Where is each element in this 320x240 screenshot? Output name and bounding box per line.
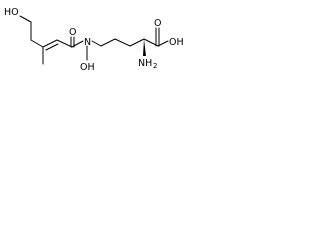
bond-c6-c7 [100, 38, 116, 47]
atom-hydroxyl-ho: HO [4, 7, 19, 18]
bond-c3-c4-double-a [42, 39, 58, 48]
atom-amine-subscript: 2 [153, 62, 157, 70]
structural-formula: HO O N OH O OH NH 2 [4, 7, 184, 73]
bond-c2-c3 [30, 39, 44, 48]
bond-c10-oh [157, 40, 169, 47]
atom-acid-carbonyl-o: O [154, 18, 161, 29]
bond-c5-n [71, 40, 84, 48]
atom-amide-carbonyl-o: O [69, 27, 76, 38]
atom-amide-n: N [84, 37, 91, 48]
bond-c8-c9 [129, 38, 145, 47]
atom-acid-oh: OH [169, 37, 184, 48]
atom-hydroxy-oh: OH [80, 62, 95, 73]
bond-c3-c4-double-b [45, 43, 59, 51]
bond-c4-c5 [56, 39, 73, 48]
atom-amine-nh: NH [138, 58, 152, 69]
wedge-c9-nh2 [143, 39, 146, 56]
bond-c7-c8 [114, 38, 131, 47]
bond-o-c1 [19, 15, 32, 23]
bond-n-c6 [91, 40, 102, 47]
